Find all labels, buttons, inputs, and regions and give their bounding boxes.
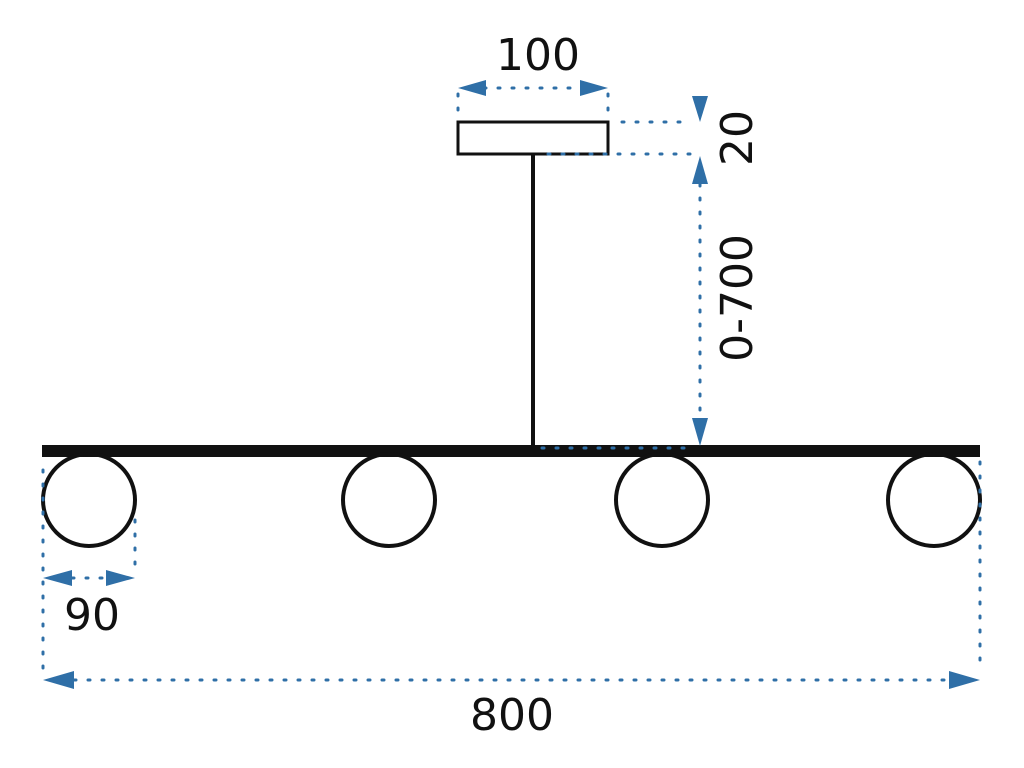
arrow-left-icon — [458, 80, 486, 96]
globe-shade-3 — [614, 452, 710, 548]
arrow-right-icon — [949, 671, 980, 689]
arrow-left-icon — [43, 570, 72, 586]
arrow-left-icon — [43, 671, 74, 689]
arrow-right-icon — [106, 570, 135, 586]
horizontal-bar — [42, 445, 980, 457]
total-width-label: 800 — [470, 690, 554, 741]
rod-length-label: 0-700 — [712, 234, 763, 362]
globe-shade-4 — [886, 452, 982, 548]
arrow-up-icon — [692, 156, 708, 184]
ceiling-canopy — [456, 120, 610, 156]
arrow-down-icon — [692, 96, 708, 122]
canopy-height-label: 20 — [712, 110, 763, 166]
globe-shade-2 — [341, 452, 437, 548]
globe-shade-1 — [41, 452, 137, 548]
globe-diameter-label: 90 — [64, 590, 120, 641]
canopy-width-label: 100 — [496, 30, 580, 81]
arrow-right-icon — [580, 80, 608, 96]
arrow-down-icon — [692, 418, 708, 446]
